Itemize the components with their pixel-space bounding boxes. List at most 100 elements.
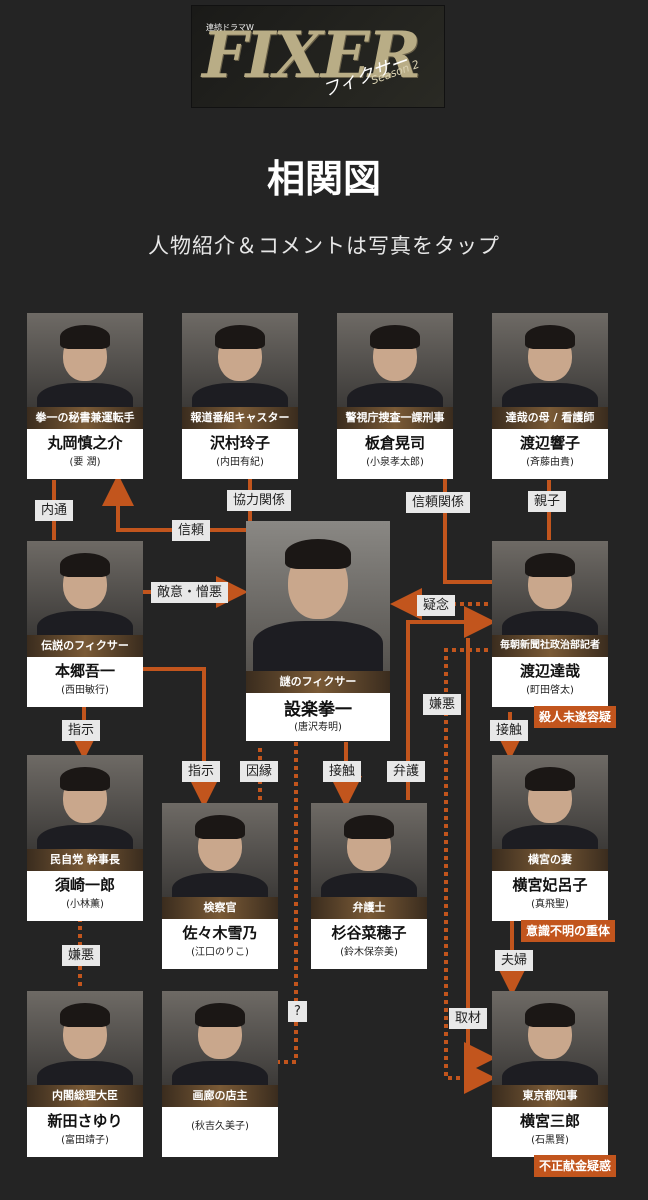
- photo-tatsuya: [492, 541, 608, 651]
- role-itakura: 警視庁捜査一課刑事: [337, 407, 453, 429]
- card-itakura[interactable]: 警視庁捜査一課刑事 板倉晃司 (小泉孝太郎): [337, 313, 453, 479]
- name-hiroko: 横宮妃呂子: [512, 876, 588, 894]
- name-yokomiya: 横宮三郎: [519, 1112, 580, 1130]
- role-sasaki: 検察官: [162, 897, 278, 919]
- card-tatsuya[interactable]: 毎朝新聞社政治部記者 渡辺達哉 (町田啓太): [492, 541, 608, 707]
- role-maruoka: 拳一の秘書兼運転手: [27, 407, 143, 429]
- label-question: ?: [288, 1001, 307, 1022]
- label-tekii: 敵意・憎悪: [151, 582, 229, 603]
- label-shinrai: 信頼: [172, 520, 211, 541]
- photo-sasaki: [162, 803, 278, 913]
- name-suzaki: 須崎一郎: [54, 876, 115, 894]
- name-nitta: 新田さゆり: [47, 1112, 123, 1130]
- actor-itakura: (小泉孝太郎): [366, 457, 424, 468]
- card-sawamura[interactable]: 報道番組キャスター 沢村玲子 (内田有紀): [182, 313, 298, 479]
- line-bengo: [406, 606, 496, 800]
- badge-hiroko: 意識不明の重体: [521, 920, 616, 942]
- role-tatsuya: 毎朝新聞社政治部記者: [492, 635, 608, 657]
- actor-sugitani: (鈴木保奈美): [340, 947, 398, 958]
- card-sasaki[interactable]: 検察官 佐々木雪乃 (江口のりこ): [162, 803, 278, 969]
- label-keno1: 嫌悪: [423, 694, 462, 715]
- badge-yokomiya: 不正献金疑惑: [534, 1155, 617, 1177]
- line-keno1: [444, 648, 496, 1094]
- card-hongo[interactable]: 伝説のフィクサー 本郷吾一 (西田敏行): [27, 541, 143, 707]
- photo-hiroko: [492, 755, 608, 865]
- photo-nitta: [27, 991, 143, 1101]
- photo-yokomiya: [492, 991, 608, 1101]
- label-shiji1: 指示: [62, 720, 101, 741]
- card-garo[interactable]: 画廊の店主 (秋吉久美子): [162, 991, 278, 1157]
- role-hongo: 伝説のフィクサー: [27, 635, 143, 657]
- fixer-logo: FIXER 連続ドラマW フィクサー Season 2: [191, 5, 445, 108]
- actor-garo: (秋吉久美子): [191, 1121, 249, 1132]
- name-sugitani: 杉谷菜穂子: [331, 924, 407, 942]
- card-sugitani[interactable]: 弁護士 杉谷菜穂子 (鈴木保奈美): [311, 803, 427, 969]
- role-kyoko: 達哉の母 / 看護師: [492, 407, 608, 429]
- role-yokomiya: 東京都知事: [492, 1085, 608, 1107]
- logo-main: FIXER: [202, 18, 421, 93]
- photo-maruoka: [27, 313, 143, 423]
- photo-itakura: [337, 313, 453, 423]
- label-bengo: 弁護: [387, 761, 426, 782]
- role-shitara: 謎のフィクサー: [246, 671, 390, 693]
- page-subtitle: 人物紹介＆コメントは写真をタップ: [148, 234, 500, 258]
- actor-suzaki: (小林薫): [66, 899, 104, 910]
- label-fufu: 夫婦: [495, 950, 534, 971]
- name-maruoka: 丸岡慎之介: [47, 434, 123, 452]
- actor-sawamura: (内田有紀): [216, 457, 264, 468]
- photo-hongo: [27, 541, 143, 651]
- name-itakura: 板倉晃司: [364, 434, 425, 452]
- role-suzaki: 民自党 幹事長: [27, 849, 143, 871]
- name-sawamura: 沢村玲子: [209, 434, 270, 452]
- card-maruoka[interactable]: 拳一の秘書兼運転手 丸岡慎之介 (要 潤): [27, 313, 143, 479]
- name-tatsuya: 渡辺達哉: [519, 662, 580, 680]
- card-suzaki[interactable]: 民自党 幹事長 須崎一郎 (小林薫): [27, 755, 143, 921]
- line-question: [278, 742, 298, 1064]
- card-hiroko[interactable]: 横宮の妻 横宮妃呂子 (真飛聖): [492, 755, 608, 921]
- label-sesshoku2: 接触: [490, 720, 529, 741]
- page-title: 相関図: [266, 157, 381, 201]
- name-sasaki: 佐々木雪乃: [182, 924, 258, 942]
- label-ginen: 疑念: [417, 595, 456, 616]
- label-naitsu: 内通: [35, 500, 74, 521]
- photo-garo: [162, 991, 278, 1101]
- photo-suzaki: [27, 755, 143, 865]
- card-nitta[interactable]: 内閣総理大臣 新田さゆり (富田靖子): [27, 991, 143, 1157]
- photo-sawamura: [182, 313, 298, 423]
- card-kyoko[interactable]: 達哉の母 / 看護師 渡辺響子 (斉藤由貴): [492, 313, 608, 479]
- name-kyoko: 渡辺響子: [519, 434, 580, 452]
- actor-shitara: (唐沢寿明): [294, 722, 342, 733]
- card-yokomiya[interactable]: 東京都知事 横宮三郎 (石黒賢): [492, 991, 608, 1157]
- line-shuzai: [464, 638, 496, 1074]
- label-shiji2: 指示: [182, 761, 221, 782]
- line-shiji2: [142, 667, 220, 808]
- photo-shitara: [246, 521, 390, 677]
- role-garo: 画廊の店主: [162, 1085, 278, 1107]
- actor-nitta: (富田靖子): [61, 1135, 109, 1146]
- name-shitara: 設楽拳一: [284, 700, 352, 720]
- role-sugitani: 弁護士: [311, 897, 427, 919]
- photo-kyoko: [492, 313, 608, 423]
- label-inen: 因縁: [240, 761, 279, 782]
- label-kyoryoku: 協力関係: [227, 490, 292, 511]
- actor-yokomiya: (石黒賢): [531, 1135, 569, 1146]
- actor-tatsuya: (町田啓太): [526, 685, 574, 696]
- actor-sasaki: (江口のりこ): [191, 947, 249, 958]
- label-oyako: 親子: [528, 491, 567, 512]
- logo-sub: 連続ドラマW: [206, 23, 254, 32]
- actor-hiroko: (真飛聖): [531, 899, 569, 910]
- actor-kyoko: (斉藤由貴): [526, 457, 574, 468]
- actor-maruoka: (要 潤): [69, 457, 101, 468]
- role-nitta: 内閣総理大臣: [27, 1085, 143, 1107]
- photo-sugitani: [311, 803, 427, 913]
- label-shinrai-kankei: 信頼関係: [406, 492, 471, 513]
- badge-tatsuya: 殺人未遂容疑: [534, 706, 617, 728]
- label-shuzai: 取材: [449, 1008, 488, 1029]
- card-shitara[interactable]: 謎のフィクサー 設楽拳一 (唐沢寿明): [246, 521, 390, 741]
- actor-hongo: (西田敏行): [61, 685, 109, 696]
- name-hongo: 本郷吾一: [54, 662, 115, 680]
- role-sawamura: 報道番組キャスター: [182, 407, 298, 429]
- label-keno2: 嫌悪: [62, 945, 101, 966]
- role-hiroko: 横宮の妻: [492, 849, 608, 871]
